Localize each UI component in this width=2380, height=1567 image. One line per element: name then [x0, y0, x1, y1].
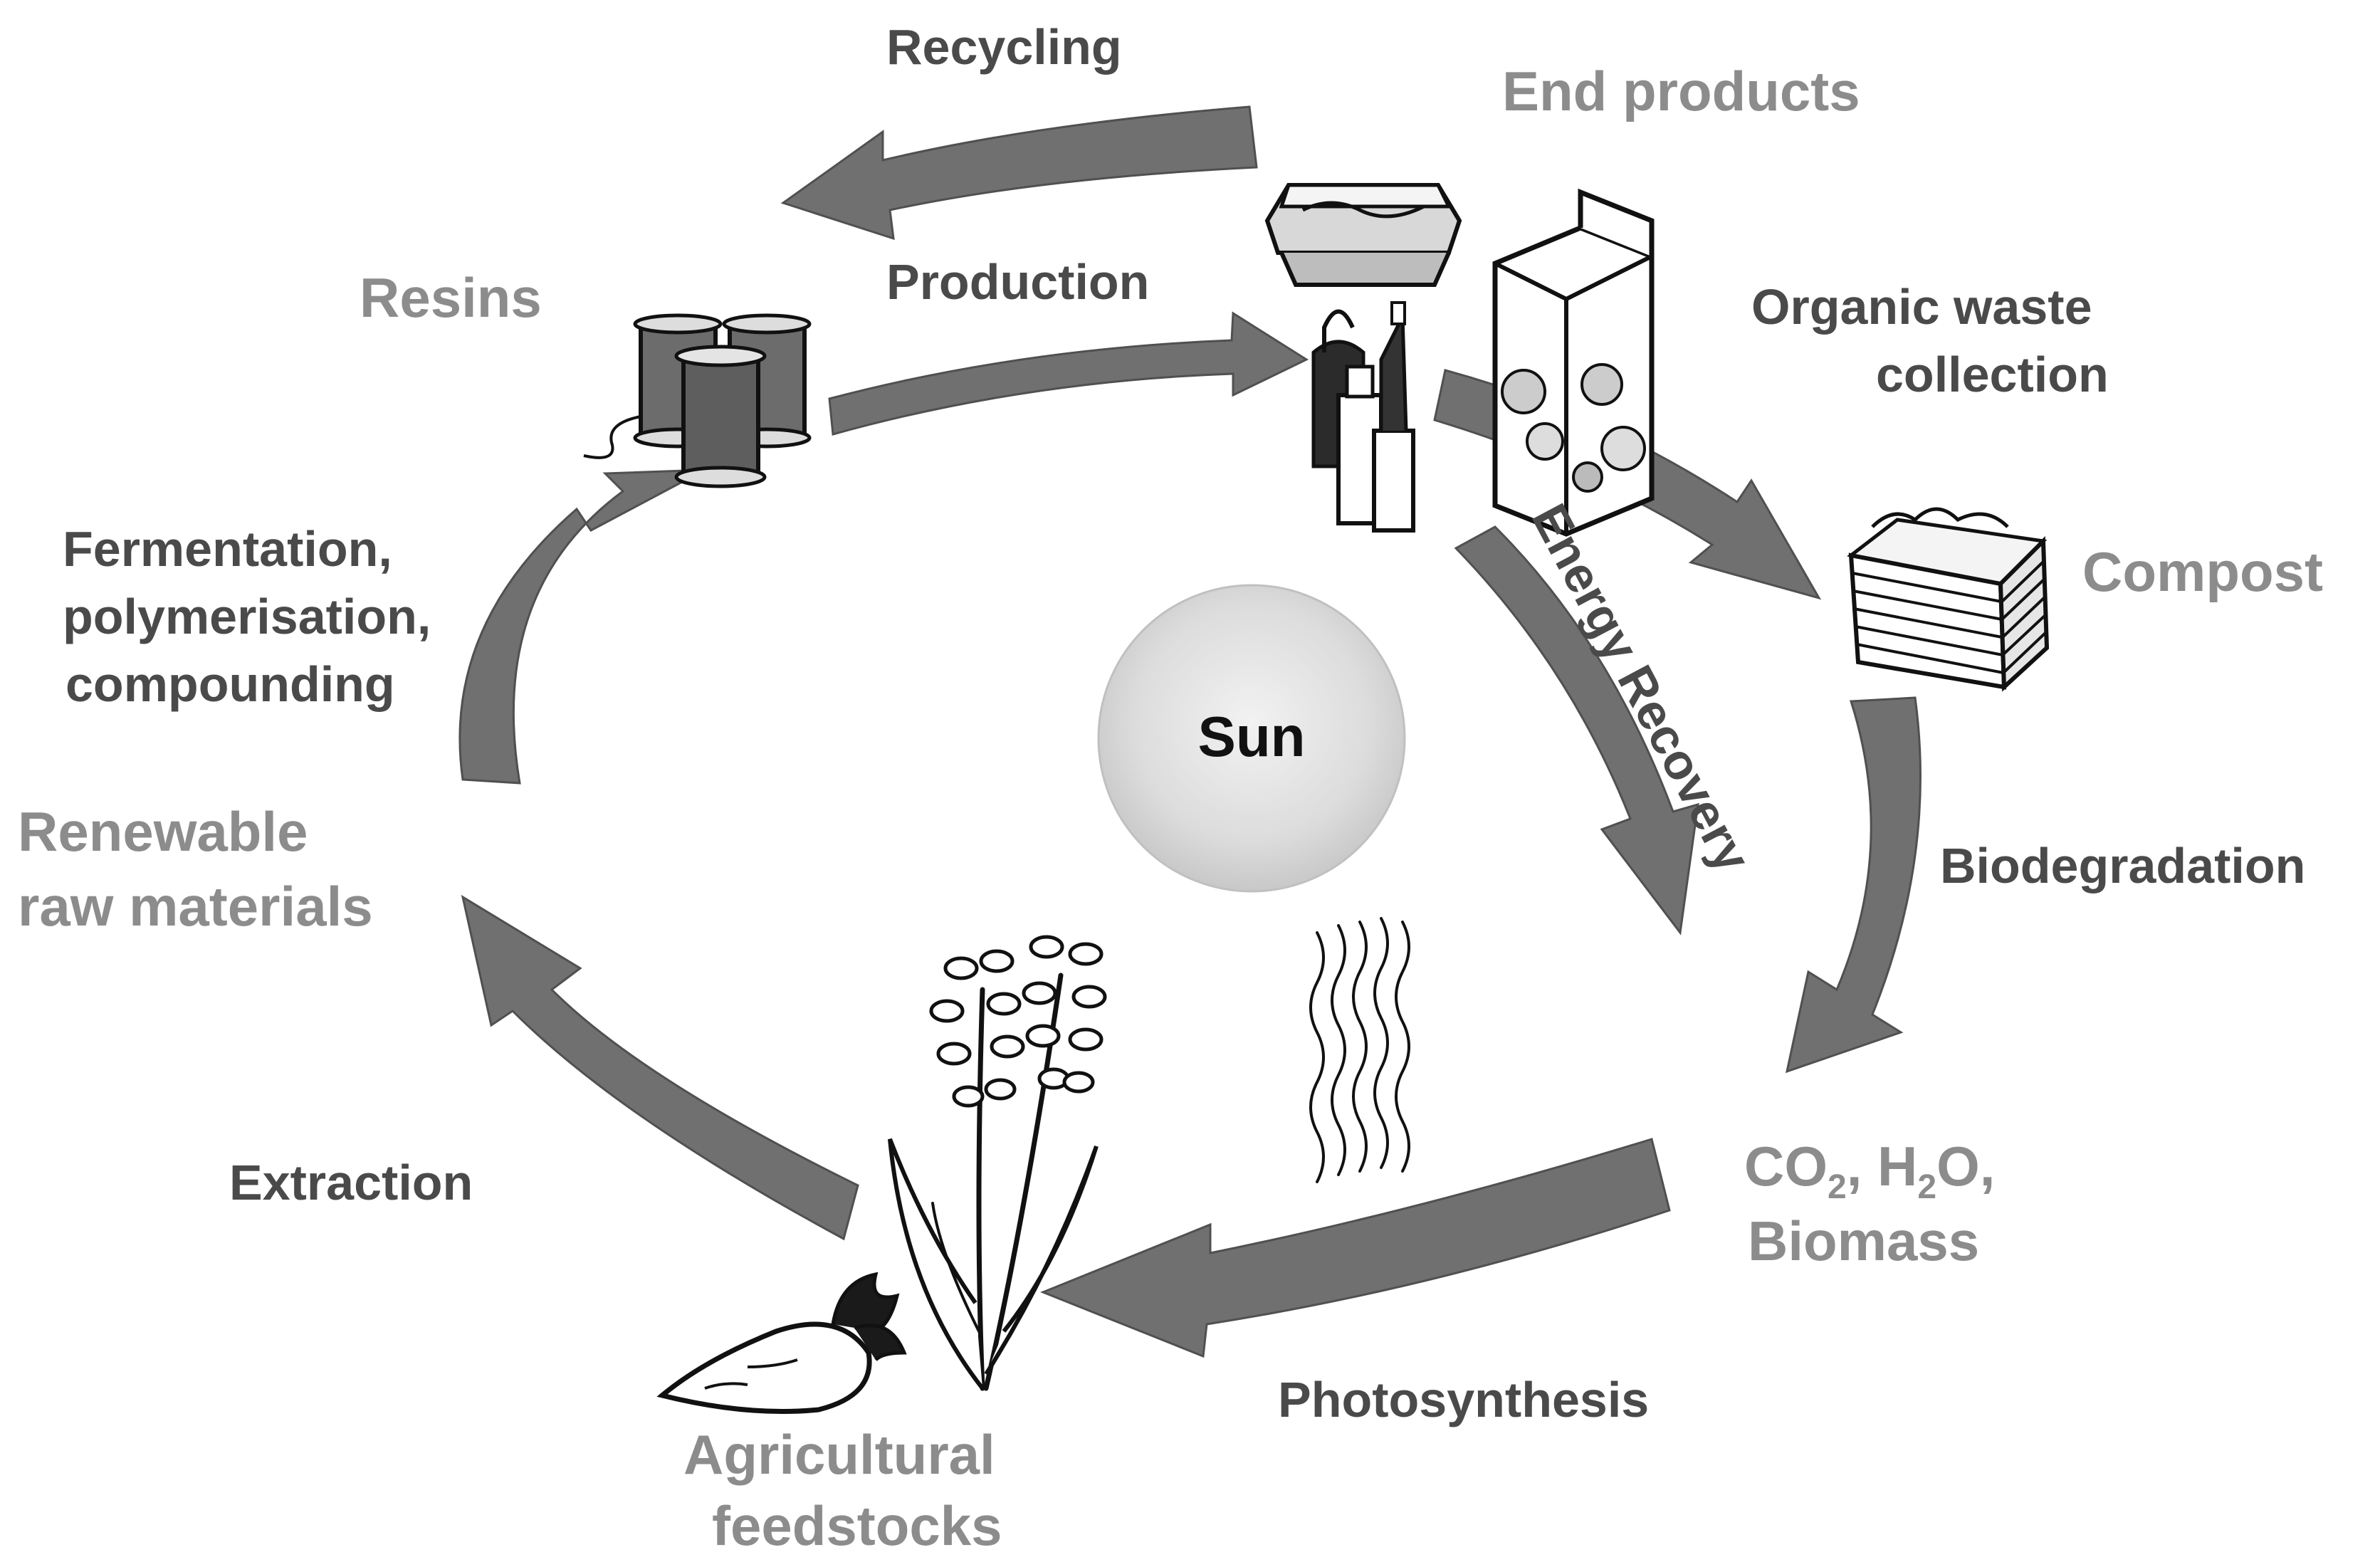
- end-products-label: End products: [1502, 60, 1860, 122]
- photosynthesis-label: Photosynthesis: [1278, 1372, 1649, 1427]
- biodegradation-label: Biodegradation: [1940, 838, 2305, 893]
- renewable-raw-materials-label: Renewable raw materials: [18, 800, 373, 938]
- resin-spools-icon: [583, 313, 812, 488]
- energy-recovery-arrow: [1454, 525, 1699, 936]
- extraction-arrow: [461, 894, 859, 1241]
- sun-label: Sun: [1197, 705, 1305, 768]
- compost-bin-icon: [1847, 507, 2050, 692]
- fermentation-arrow: [458, 468, 706, 785]
- compost-label: Compost: [2082, 540, 2323, 603]
- extraction-label: Extraction: [229, 1155, 473, 1210]
- biodegradation-arrow: [1785, 696, 1922, 1074]
- recycling-arrow: [780, 105, 1258, 241]
- milk-carton-icon: [1492, 188, 1655, 537]
- sun-rays-icon: [1309, 917, 1410, 1183]
- food-tray-icon: [1264, 183, 1462, 287]
- co2-h2o-biomass-label: CO2, H2O, Biomass: [1744, 1135, 2011, 1272]
- resins-label: Resins: [360, 266, 542, 329]
- bottles-icon: [1311, 301, 1415, 533]
- organic-waste-collection-label: Organic waste collection: [1751, 279, 2109, 402]
- agricultural-feedstocks-label: Agricultural feedstocks: [683, 1423, 1010, 1557]
- photosynthesis-arrow: [1039, 1138, 1671, 1358]
- recycling-label: Recycling: [886, 19, 1122, 75]
- sugar-beet-icon: [656, 1272, 907, 1414]
- grain-plant-icon: [888, 935, 1107, 1391]
- production-label: Production: [886, 254, 1149, 310]
- fermentation-polymerisation-compounding-label: Fermentation, polymerisation, compoundin…: [63, 521, 445, 712]
- sun-circle: [1097, 584, 1406, 893]
- production-arrow: [828, 311, 1309, 436]
